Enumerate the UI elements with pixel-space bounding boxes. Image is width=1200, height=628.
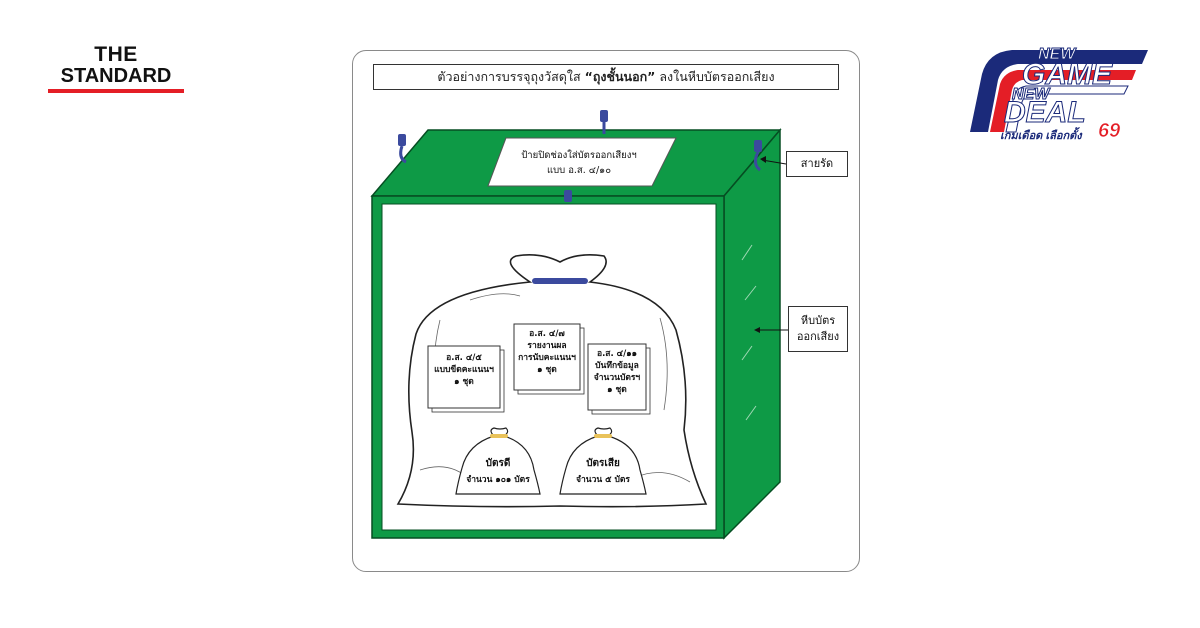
- doc-1-text: อ.ส. ๔/๕ แบบขีดคะแนนฯ ๑ ชุด: [428, 352, 500, 388]
- good-bag-text: บัตรดี จำนวน ๑๐๑ บัตร: [456, 456, 540, 486]
- doc-3-line-1: บันทึกข้อมูล: [595, 361, 639, 371]
- logo-line-1: THE: [94, 43, 138, 66]
- the-standard-logo: THE STANDARD: [46, 44, 186, 94]
- good-bag-count: จำนวน ๑๐๑ บัตร: [466, 475, 530, 485]
- doc-2-line-1: รายงานผล: [527, 341, 567, 351]
- strap-lines: [399, 122, 761, 172]
- slot-label-card: [487, 137, 677, 187]
- good-bag-title: บัตรดี: [485, 458, 511, 469]
- doc-1-line-2: ๑ ชุด: [454, 377, 474, 387]
- badge-new-2: NEW: [1011, 86, 1050, 104]
- spoiled-bag-count: จำนวน ๕ บัตร: [576, 475, 630, 485]
- label-strap: สายรัด: [786, 151, 848, 177]
- doc-1-line-1: แบบขีดคะแนนฯ: [434, 365, 494, 375]
- pointer-box-arrow: [754, 327, 760, 333]
- spoiled-bag-title: บัตรเสีย: [586, 458, 620, 469]
- doc-2-line-2: การนับคะแนนฯ: [518, 353, 576, 363]
- label-box-line-2: ออกเสียง: [796, 330, 840, 343]
- spoiled-ballots-bag: [559, 427, 647, 495]
- label-ballot-box: หีบบัตร ออกเสียง: [788, 306, 848, 352]
- slot-label-line-2: แบบ อ.ส. ๔/๑๐: [547, 165, 611, 176]
- doc-3-text: อ.ส. ๔/๑๑ บันทึกข้อมูล จำนวนบัตรฯ ๑ ชุด: [588, 348, 646, 396]
- doc-stack-2: [513, 323, 585, 395]
- doc-2-line-3: ๑ ชุด: [537, 365, 557, 375]
- strap-locks: [398, 110, 762, 202]
- slot-label-line-1: ป้ายปิดช่องใส่บัตรออกเสียงฯ: [521, 150, 637, 161]
- doc-3-code: อ.ส. ๔/๑๑: [596, 349, 638, 359]
- label-box-line-1: หีบบัตร: [800, 314, 836, 327]
- lock-top: [600, 110, 608, 122]
- doc-stack-1: [427, 345, 505, 413]
- diagram-caption: ตัวอย่างการบรรจุถุงวัสดุใส “ถุงชั้นนอก” …: [373, 64, 839, 90]
- caption-bold: “ถุงชั้นนอก”: [584, 69, 656, 84]
- doc-3-line-2: จำนวนบัตรฯ: [593, 373, 641, 383]
- doc-1-code: อ.ส. ๔/๕: [446, 353, 482, 363]
- doc-stack-3: [587, 343, 651, 415]
- doc-3-line-3: ๑ ชุด: [607, 385, 627, 395]
- lock-front: [564, 190, 572, 202]
- logo-underline: [48, 89, 184, 93]
- box-side-face: [723, 127, 781, 540]
- badge-new-1: NEW: [1037, 46, 1076, 64]
- side-reflection: [741, 244, 757, 421]
- caption-suffix: ลงในหีบบัตรออกเสียง: [655, 69, 775, 84]
- lock-left: [398, 134, 406, 146]
- logo-line-2: STANDARD: [60, 65, 172, 87]
- badge-swoosh-graphic: [970, 50, 1148, 133]
- good-ballots-bag: [455, 427, 541, 495]
- badge-tagline: เกมเดือด เลือกตั้ง: [1000, 130, 1082, 142]
- doc-2-code: อ.ส. ๔/๗: [529, 329, 565, 339]
- pointer-strap-arrow: [760, 156, 766, 163]
- spoiled-bag-tie: [594, 434, 612, 438]
- badge-deal: DEAL: [1004, 96, 1087, 130]
- campaign-badge: NEW GAME NEW DEAL เกมเดือด เลือกตั้ง 69: [960, 44, 1160, 144]
- bag-tie: [532, 278, 588, 284]
- spoiled-bag-text: บัตรเสีย จำนวน ๕ บัตร: [560, 456, 646, 486]
- doc-2-text: อ.ส. ๔/๗ รายงานผล การนับคะแนนฯ ๑ ชุด: [514, 328, 580, 376]
- badge-game: GAME: [1022, 58, 1113, 92]
- lock-right: [754, 140, 762, 152]
- caption-prefix: ตัวอย่างการบรรจุถุงวัสดุใส: [437, 69, 585, 84]
- good-bag-tie: [490, 434, 508, 438]
- badge-number: 69: [1098, 120, 1121, 143]
- slot-label-text: ป้ายปิดช่องใส่บัตรออกเสียงฯ แบบ อ.ส. ๔/๑…: [489, 136, 669, 186]
